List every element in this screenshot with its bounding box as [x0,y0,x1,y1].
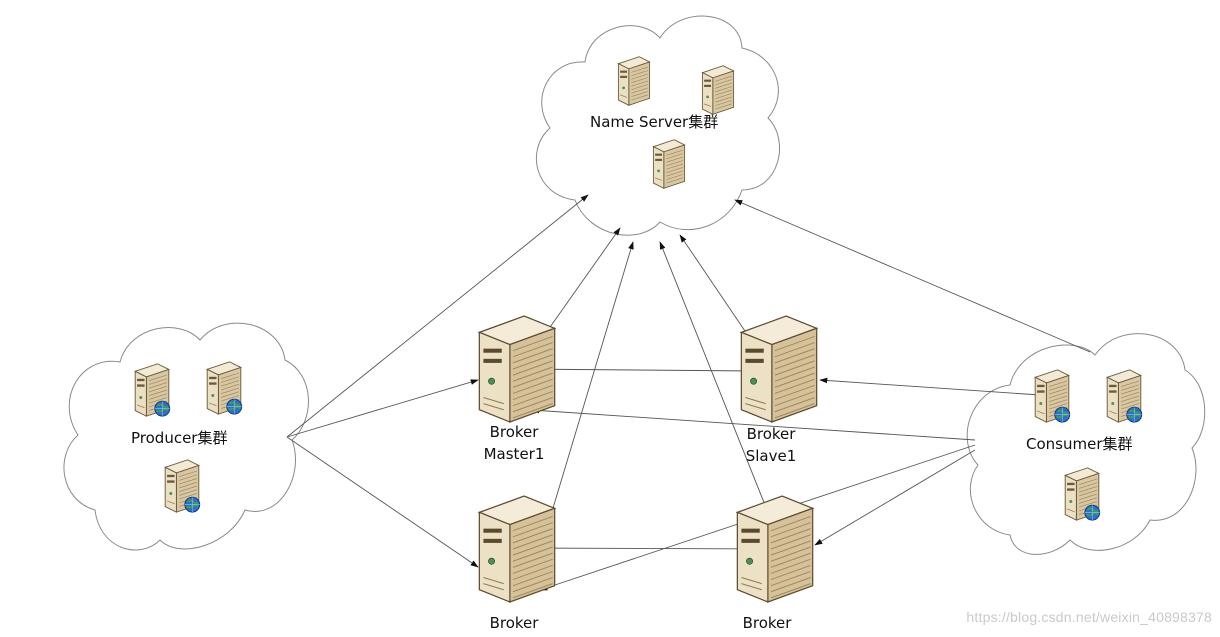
link-producer-master1 [286,379,479,438]
link-consumer-slave2 [814,449,976,546]
link-master2-nameserver [549,241,634,519]
broker-slave1-line2: Slave1 [745,447,797,465]
broker-slave2-icon [736,495,814,603]
broker-master2-label: Broker [489,614,539,632]
server-icon [701,65,735,115]
broker-slave1-label: Broker Slave1 [735,423,807,467]
broker-master1-line2: Master1 [483,445,545,463]
producer-cluster-label: Producer集群 [131,429,228,447]
consumer-cluster-label: Consumer集群 [1026,435,1133,453]
link-master1-slave1 [515,368,757,374]
web-server-icon [165,460,200,512]
broker-master2-icon [478,495,556,603]
broker-slave1-icon [740,315,818,423]
broker-master1-line1: Broker [489,423,539,441]
web-server-icon [207,362,242,414]
broker-master1-label: Broker Master1 [478,421,550,465]
web-server-icon [135,364,170,416]
link-producer-nameserver [286,194,589,438]
broker-slave2-label: Broker [742,614,792,632]
broker-slave1-line1: Broker [746,425,796,443]
link-consumer-master1 [531,407,976,441]
link-slave2-nameserver [659,241,766,506]
consumer-cloud [966,333,1206,555]
web-server-icon [1035,370,1070,422]
link-consumer-nameserver [734,199,1091,353]
nameserver-cluster-label: Name Server集群 [590,113,719,131]
producer-cloud [63,322,309,551]
link-master2-slave2 [515,546,776,552]
link-master1-nameserver [547,227,621,331]
server-icon [652,139,686,189]
watermark-text: https://blog.csdn.net/weixin_40898378 [966,609,1212,625]
link-consumer-slave1 [819,377,1041,396]
link-producer-master2 [286,436,479,568]
broker-master1-icon [478,315,556,423]
server-icon [617,56,651,106]
web-server-icon [1107,370,1142,422]
web-server-icon [1065,468,1100,520]
